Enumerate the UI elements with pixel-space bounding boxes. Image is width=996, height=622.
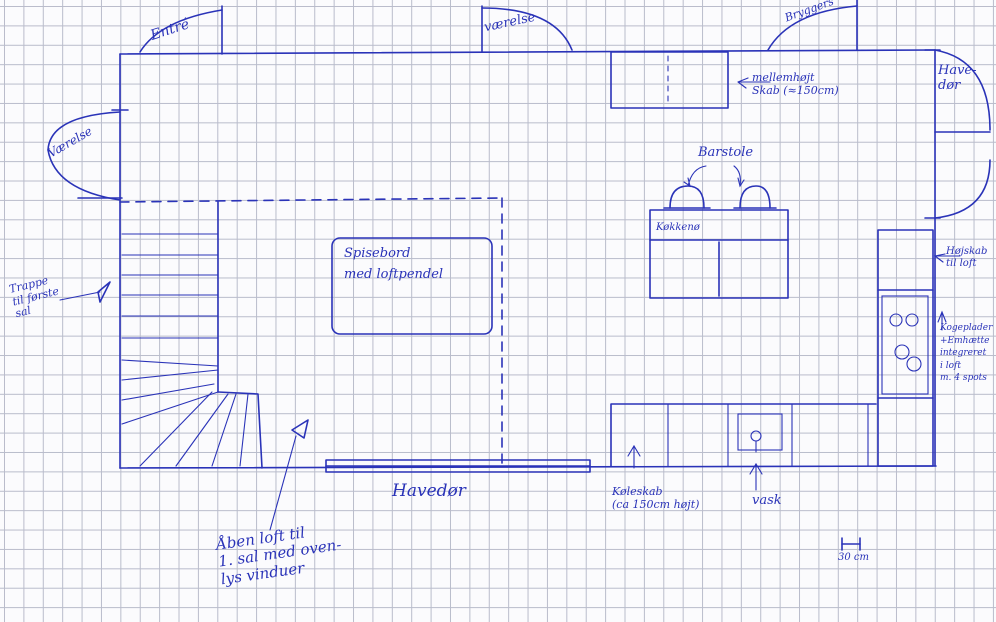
door-vaerelse-top [481,5,573,53]
door-vaerelse-left [47,111,123,201]
label-spisebord: Spisebord med loftpendel [344,246,444,282]
staircase [121,201,263,469]
label-barstole: Barstole [698,145,754,160]
label-vask: vask [752,493,782,508]
label-mellemhojt-skab: mellemhøjt Skab (≈150cm) [752,71,839,97]
kitchen-counter [610,403,877,491]
label-hojskab: Højskab til loft [946,246,988,269]
open-loft-outline [119,197,503,467]
kokkenoe [649,209,789,299]
barstole [663,165,777,209]
haveddor-bottom [325,459,591,473]
hojskab-column [877,229,961,467]
scale-bar [841,537,861,551]
outer-walls [111,49,937,469]
arrows [59,281,309,531]
label-kokkenoe: Køkkenø [656,222,700,233]
door-bryggers [767,0,858,51]
label-havedor-right: Have- dør [938,63,977,93]
spisebord [331,237,493,335]
label-kogeplader: Kogeplader +Emhætte integreret i loft m.… [940,323,993,384]
mellemhojt-skab [610,51,771,109]
kogeplade-burners [889,310,947,372]
door-entre [139,5,223,55]
label-koleskab: Køleskab (ca 150cm højt) [612,485,700,511]
label-haveddor-bottom: Havedør [392,481,466,501]
label-scale: 30 cm [838,552,869,563]
door-havedor-right [924,49,991,219]
